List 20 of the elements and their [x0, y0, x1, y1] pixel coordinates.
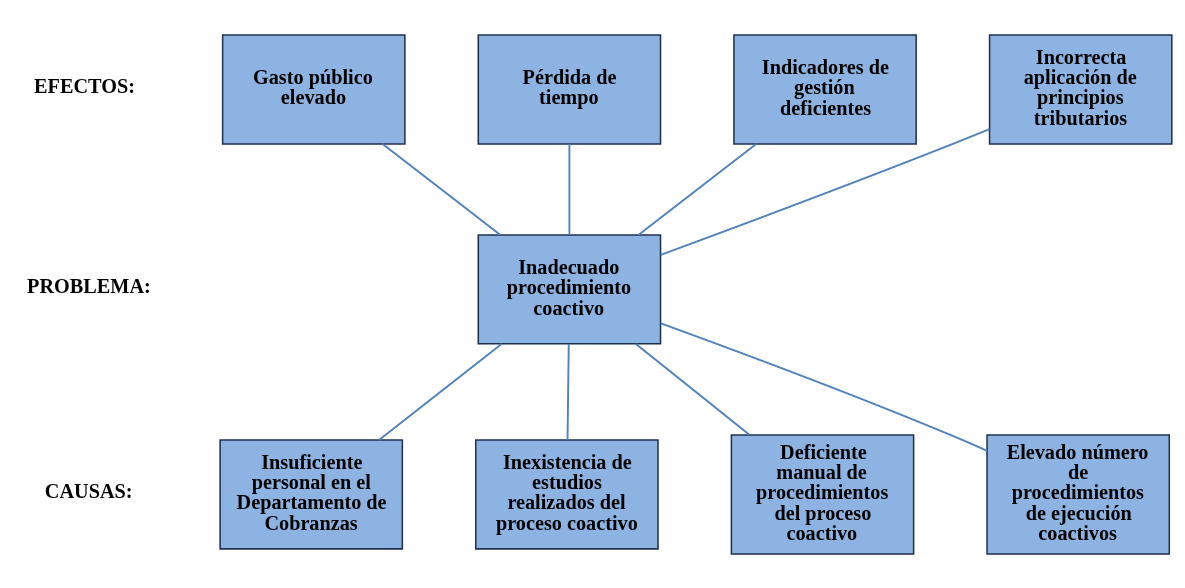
connector — [381, 142, 502, 236]
node-box: Inadecuado procedimiento coactivo — [477, 233, 662, 345]
node-box: Incorrecta aplicación de principios tributarios — [988, 33, 1173, 145]
connector — [637, 142, 758, 236]
node-box: Elevado número de procedimientos de ejecución coactivos — [986, 433, 1171, 555]
node-box: Pérdida de tiempo — [477, 33, 662, 145]
node-box: Deficiente manual de procedimientos del proceso coactivo — [730, 433, 915, 555]
connector — [659, 322, 988, 452]
node-box: Gasto público elevado — [221, 33, 406, 145]
node-box: Inexistencia de estudios realizados del proceso coactivo — [475, 438, 659, 550]
node-box: Indicadores de gestión deficientes — [733, 33, 917, 145]
label: PROBLEMA: — [27, 274, 151, 297]
node-box: Insuficiente personal en el Departamento de Cobranzas — [219, 438, 404, 550]
connector — [634, 342, 751, 436]
label: EFECTOS: — [34, 74, 135, 97]
label: CAUSAS: — [44, 479, 133, 502]
connector — [378, 342, 503, 441]
connector — [566, 342, 570, 441]
connector — [568, 142, 571, 236]
connector — [659, 127, 991, 256]
